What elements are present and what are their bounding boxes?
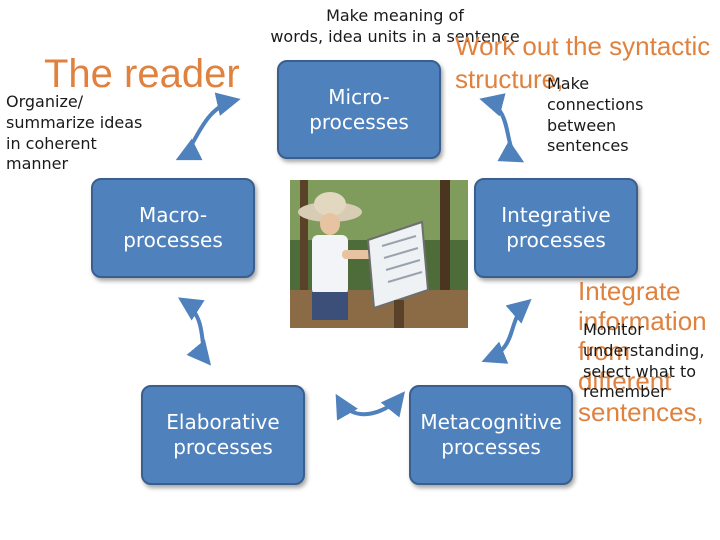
arrow-micro-macro [175, 92, 241, 161]
macro-processes-box: Macro- processes [91, 178, 255, 278]
macro-note: Organize/ summarize ideas in coherent ma… [6, 92, 143, 174]
metacognitive-processes-label: Metacognitive processes [420, 410, 562, 459]
arrow-elaborative-metacognitive [335, 391, 406, 421]
arrow-micro-integrative [479, 93, 525, 163]
metacognitive-note: Monitor understanding, select what to re… [583, 320, 705, 402]
integrative-note: Make connections between sentences [547, 74, 644, 156]
arrow-macro-elaborative [177, 297, 212, 366]
heading-the-reader: The reader [44, 52, 240, 96]
elaborative-processes-label: Elaborative processes [166, 410, 280, 459]
arrow-integrative-metacognitive [481, 298, 532, 364]
micro-note: Make meaning of words, idea units in a s… [270, 6, 520, 46]
integrative-processes-box: Integrative processes [474, 178, 638, 278]
child-reading-photo [290, 180, 468, 328]
child-reading-illustration [290, 180, 468, 328]
macro-processes-label: Macro- processes [123, 203, 223, 252]
integrative-processes-label: Integrative processes [501, 203, 611, 252]
integrate-overlay-text: Integrate information from different sen… [578, 276, 707, 427]
elaborative-processes-box: Elaborative processes [141, 385, 305, 485]
micro-processes-label: Micro- processes [309, 84, 409, 134]
metacognitive-processes-box: Metacognitive processes [409, 385, 573, 485]
syntactic-overlay-text: Work out the syntactic structure, [455, 31, 711, 94]
micro-processes-box: Micro- processes [277, 60, 441, 159]
